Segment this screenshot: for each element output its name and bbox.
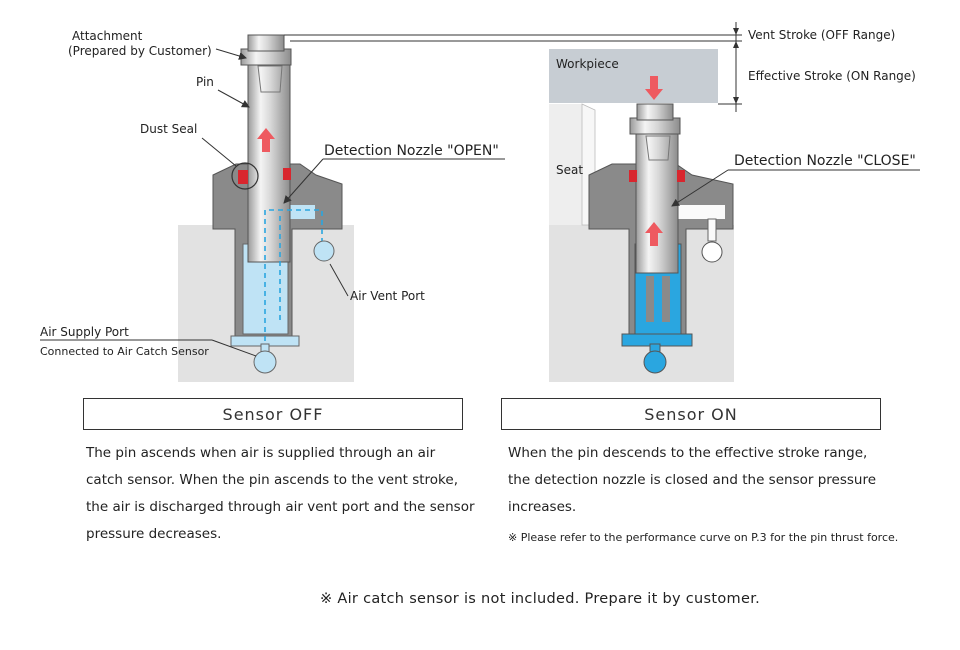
vent-arrow-bottom <box>733 41 739 48</box>
right-rod-right <box>662 276 670 322</box>
sensor-off-title: Sensor OFF <box>83 398 463 430</box>
air-vent-port-circle <box>313 240 335 262</box>
nozzle-close-label: Detection Nozzle "CLOSE" <box>734 153 916 169</box>
workpiece-down-arrow <box>645 76 663 100</box>
right-nozzle-passage <box>670 205 725 219</box>
nozzle-open-leader <box>283 158 324 204</box>
right-pin <box>635 117 679 274</box>
footer-note: ※ Air catch sensor is not included. Prep… <box>320 591 761 607</box>
sensor-off-line: The pin ascends when air is supplied thr… <box>86 445 436 461</box>
thrust-force-note: ※ Please refer to the performance curve … <box>508 531 899 544</box>
workpiece-label: Workpiece <box>556 57 619 71</box>
air-vent-leader <box>329 263 349 297</box>
pin-leader <box>217 89 250 108</box>
sensor-off-description: The pin ascends when air is supplied thr… <box>86 440 486 548</box>
workpiece-block <box>549 49 718 103</box>
sensor-on-line: the detection nozzle is closed and the s… <box>508 472 877 488</box>
attachment-leader <box>215 48 247 60</box>
air-supply-port-label: Air Supply Port <box>40 325 129 339</box>
dust-seal-callout-circle <box>231 162 259 190</box>
dust-seal-label: Dust Seal <box>140 122 197 136</box>
right-vent-stem <box>707 218 717 242</box>
air-supply-leader <box>211 339 257 357</box>
right-seal-left <box>629 170 637 182</box>
sensor-off-line: the air is discharged through air vent p… <box>86 499 475 515</box>
mechanism-diagram: Attachment (Prepared by Customer) Pin Du… <box>40 22 920 382</box>
pin-label: Pin <box>196 75 214 89</box>
sensor-off-line: pressure decreases. <box>86 526 222 542</box>
left-pin-up-arrow <box>257 128 275 152</box>
sensor-on-diagram: Seat Workpiece Detection Nozzle "CLOSE" <box>549 49 920 382</box>
attachment-label: Attachment <box>72 29 143 43</box>
air-supply-port-circle <box>253 350 277 374</box>
nozzle-open-label: Detection Nozzle "OPEN" <box>324 143 499 159</box>
vent-arrow-top <box>733 28 739 35</box>
left-dust-seal-right <box>283 168 291 180</box>
right-attachment <box>636 103 674 121</box>
vent-stroke-label: Vent Stroke (OFF Range) <box>748 28 895 42</box>
air-supply-sub-label: Connected to Air Catch Sensor <box>40 345 209 358</box>
stroke-dimensions: Vent Stroke (OFF Range) Effective Stroke… <box>284 22 916 112</box>
effective-arrow-bottom <box>733 97 739 104</box>
right-rod-left <box>646 276 654 322</box>
effective-stroke-label: Effective Stroke (ON Range) <box>748 69 916 83</box>
sensor-on-line: When the pin descends to the effective s… <box>508 445 868 461</box>
seat-block <box>549 104 582 225</box>
sensor-off-diagram: Attachment (Prepared by Customer) Pin Du… <box>40 29 505 382</box>
right-pin-up-arrow <box>645 222 663 246</box>
attachment-sub-label: (Prepared by Customer) <box>68 44 212 58</box>
right-pin-thread <box>645 135 671 161</box>
air-vent-port-label: Air Vent Port <box>350 289 425 303</box>
left-attachment <box>247 34 285 52</box>
right-seal-right <box>677 170 685 182</box>
right-supply-port-circle <box>643 350 667 374</box>
seat-label: Seat <box>556 163 583 177</box>
dust-seal-leader <box>201 137 237 167</box>
sensor-off-line: catch sensor. When the pin ascends to th… <box>86 472 458 488</box>
left-pin <box>247 51 291 263</box>
right-vent-port-circle <box>701 241 723 263</box>
sensor-on-description: When the pin descends to the effective s… <box>508 440 928 521</box>
sensor-on-line: increases. <box>508 499 577 515</box>
left-pin-thread <box>257 65 283 93</box>
left-dust-seal-left <box>238 170 248 184</box>
nozzle-close-leader <box>671 169 729 207</box>
sensor-on-title: Sensor ON <box>501 398 881 430</box>
